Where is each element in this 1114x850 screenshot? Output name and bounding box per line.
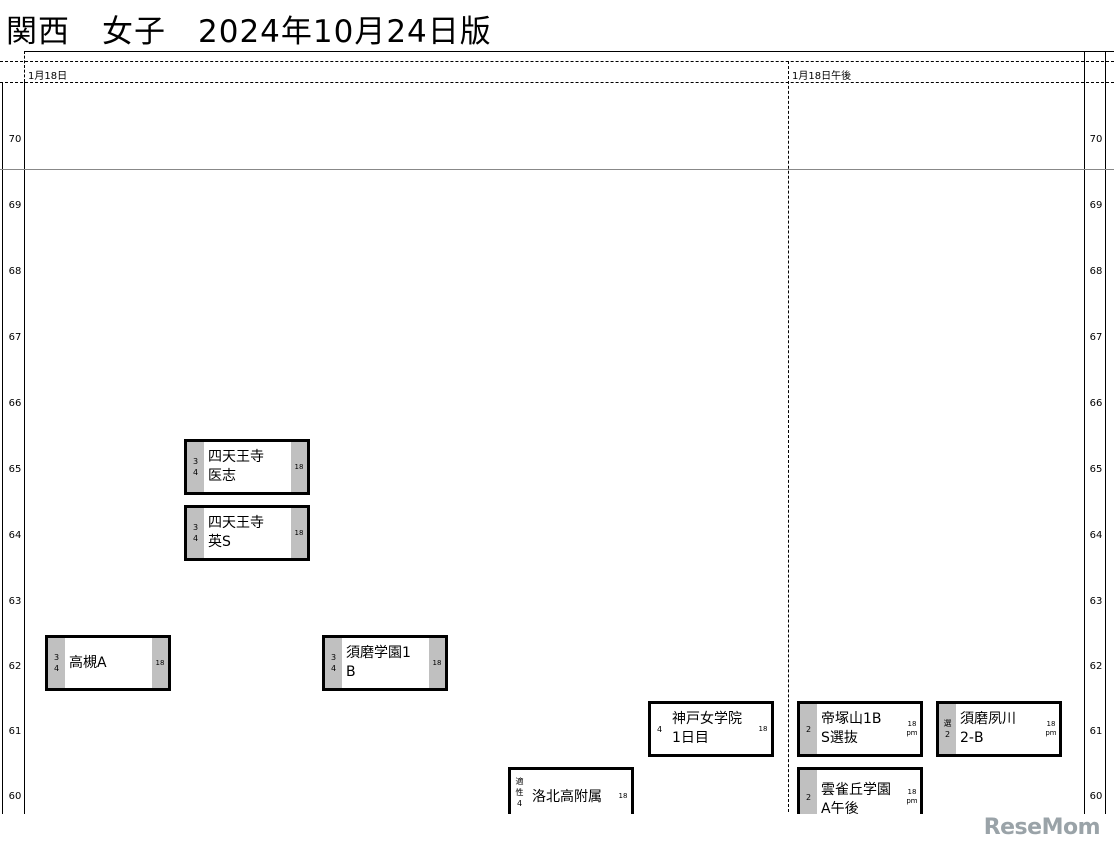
left-header-dash	[24, 51, 25, 82]
header-dash-top	[0, 61, 1114, 62]
page-title: 関西 女子 2024年10月24日版	[6, 14, 492, 50]
level-label-left: 66	[8, 398, 22, 409]
school-card-takatsuki-a[interactable]: 3 4 高槻A 18	[45, 635, 171, 691]
school-card-suma-gakuen-1b[interactable]: 3 4 須磨学園1 B 18	[322, 635, 448, 691]
level-label-left: 60	[8, 791, 22, 802]
school-name: 須磨学園1 B	[346, 645, 411, 680]
level-label-right: 62	[1089, 661, 1103, 672]
school-card-tezukayama-1b[interactable]: 2 帝塚山1B S選抜 18 pm	[797, 701, 923, 757]
date-strip	[1043, 704, 1059, 754]
column-divider	[788, 61, 789, 817]
subject-strip	[800, 704, 817, 754]
header-dash-bottom	[0, 82, 1114, 83]
subject-count: 2	[805, 724, 812, 734]
level-label-left: 65	[8, 464, 22, 475]
subject-count: 4	[656, 724, 663, 734]
level-label-left: 64	[8, 530, 22, 541]
bottom-mask	[0, 814, 1114, 850]
level-label-right: 63	[1089, 596, 1103, 607]
level-label-right: 60	[1089, 791, 1103, 802]
school-card-suma-shukugawa[interactable]: 選 2 須磨夙川 2-B 18 pm	[936, 701, 1062, 757]
level-label-right: 66	[1089, 398, 1103, 409]
school-name: 四天王寺 英S	[208, 515, 264, 550]
date-strip	[615, 770, 631, 824]
exam-date: 18	[294, 528, 304, 537]
right-axis-line-outer	[1105, 51, 1106, 817]
exam-date: 18 pm	[906, 720, 918, 737]
school-name: 高槻A	[69, 654, 107, 671]
school-name: 雲雀丘学園 A午後	[821, 782, 891, 817]
date-strip	[904, 704, 920, 754]
subject-count: 3 4	[192, 523, 199, 543]
level-label-left: 68	[8, 266, 22, 277]
subject-count: 選 2	[943, 719, 952, 739]
school-card-shitennoji-ishi[interactable]: 3 4 四天王寺 医志 18	[184, 439, 310, 495]
school-card-shitennoji-eis[interactable]: 3 4 四天王寺 英S 18	[184, 505, 310, 561]
exam-date: 18 pm	[906, 788, 918, 805]
subject-strip	[511, 770, 528, 824]
level-label-right: 69	[1089, 200, 1103, 211]
column-date-1: 1月18日	[28, 71, 68, 82]
level-label-left: 61	[8, 726, 22, 737]
subject-strip	[939, 704, 956, 754]
frame-top-line	[24, 51, 1114, 52]
grid-line-70	[0, 169, 1114, 170]
level-label-right: 67	[1089, 332, 1103, 343]
school-name: 神戸女学院 1日目	[672, 711, 742, 746]
exam-date: 18	[155, 658, 165, 667]
subject-strip	[187, 442, 204, 492]
date-strip	[904, 770, 920, 824]
school-name: 洛北高附属	[532, 789, 602, 805]
subject-count: 2	[805, 793, 812, 802]
date-strip	[291, 508, 307, 558]
exam-date: 18	[294, 462, 304, 471]
exam-date: 18	[618, 792, 628, 800]
left-axis-line-inner	[24, 82, 25, 817]
left-axis-line-outer	[2, 82, 3, 817]
school-name: 四天王寺 医志	[208, 449, 264, 484]
school-card-kobe-jogakuin[interactable]: 4 神戸女学院 1日目 18	[648, 701, 774, 757]
level-label-right: 61	[1089, 726, 1103, 737]
subject-strip	[800, 770, 817, 824]
exam-date: 18	[758, 724, 768, 733]
level-label-left: 63	[8, 596, 22, 607]
level-label-right: 68	[1089, 266, 1103, 277]
level-label-left: 62	[8, 661, 22, 672]
date-strip	[291, 442, 307, 492]
date-strip	[429, 638, 445, 688]
school-name: 須磨夙川 2-B	[960, 711, 1016, 746]
subject-count: 3 4	[53, 653, 60, 673]
level-label-right: 65	[1089, 464, 1103, 475]
subject-count: 適 性 4	[515, 777, 524, 808]
resemom-logo: ReseMom	[983, 815, 1101, 840]
subject-count: 3 4	[330, 653, 337, 673]
level-label-right: 64	[1089, 530, 1103, 541]
level-label-right: 70	[1089, 134, 1103, 145]
subject-strip	[48, 638, 65, 688]
column-date-2: 1月18日午後	[792, 71, 852, 82]
exam-date: 18 pm	[1045, 720, 1057, 737]
subject-strip	[187, 508, 204, 558]
date-strip	[152, 638, 168, 688]
subject-count: 3 4	[192, 457, 199, 477]
level-label-left: 67	[8, 332, 22, 343]
subject-strip	[651, 704, 668, 754]
school-name: 帝塚山1B S選抜	[821, 711, 882, 746]
subject-strip	[325, 638, 342, 688]
exam-date: 18	[432, 658, 442, 667]
right-axis-line-inner	[1084, 51, 1085, 817]
level-label-left: 70	[8, 134, 22, 145]
date-strip	[755, 704, 771, 754]
level-label-left: 69	[8, 200, 22, 211]
